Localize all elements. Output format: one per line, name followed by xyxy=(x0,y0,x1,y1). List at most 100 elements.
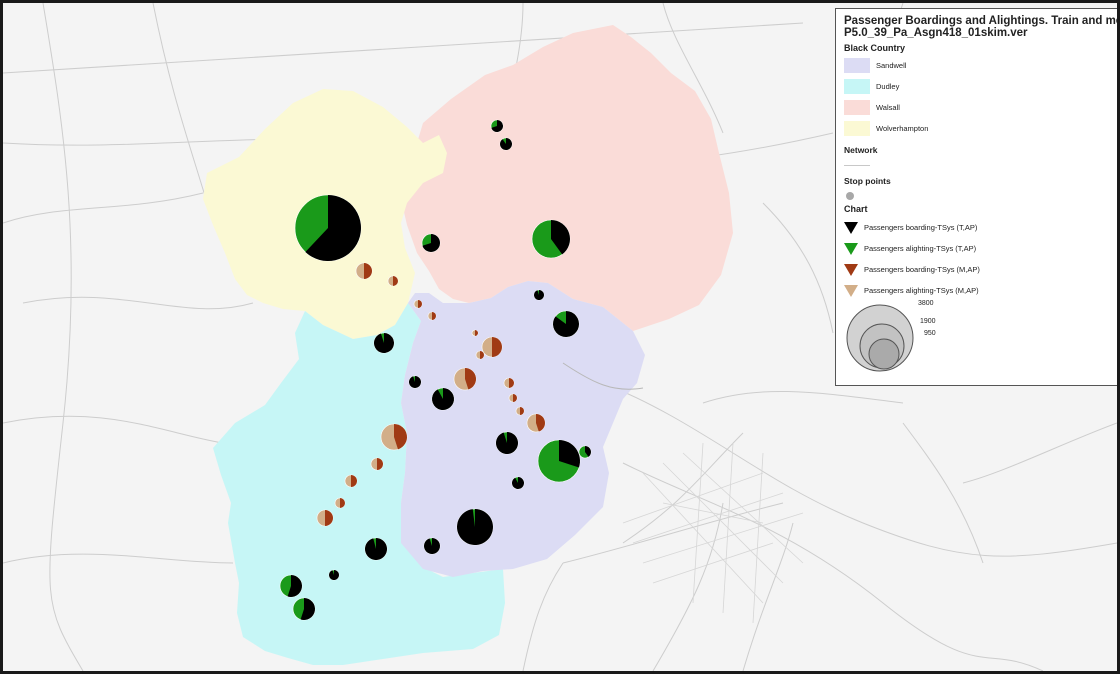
pie-boarding-slice xyxy=(480,351,484,359)
stop-pie-chart[interactable] xyxy=(294,194,362,262)
pie-boarding-slice xyxy=(287,575,302,597)
stop-pie-chart[interactable] xyxy=(552,310,580,338)
stop-pie-chart[interactable] xyxy=(316,509,334,527)
stop-pie-chart[interactable] xyxy=(421,233,441,253)
pie-boarding-slice xyxy=(509,378,514,388)
pie-boarding-slice xyxy=(409,376,422,389)
stop-pie-chart[interactable] xyxy=(499,137,513,151)
area-sandwell[interactable] xyxy=(401,281,645,577)
stop-pie-chart[interactable] xyxy=(380,423,408,451)
pie-boarding-slice xyxy=(374,333,395,354)
pie-boarding-slice xyxy=(300,598,316,620)
stop-pie-chart[interactable] xyxy=(578,445,592,459)
brown-triangle-icon xyxy=(844,263,858,276)
stop-pie-chart[interactable] xyxy=(408,375,422,389)
stop-pie-chart[interactable] xyxy=(533,289,545,301)
legend-series-train-boarding: Passengers boarding-TSys (T,AP) xyxy=(844,220,1117,235)
stop-pie-chart[interactable] xyxy=(475,350,485,360)
area-walsall[interactable] xyxy=(401,25,733,331)
stop-pie-chart[interactable] xyxy=(495,431,519,455)
stop-pie-chart[interactable] xyxy=(427,311,437,321)
pie-boarding-slice xyxy=(351,475,357,487)
walsall-swatch xyxy=(844,100,870,115)
stop-pie-chart[interactable] xyxy=(373,332,395,354)
wolverhampton-swatch xyxy=(844,121,870,136)
legend-subtitle: P5.0_39_Pa_Asgn418_01skim.ver xyxy=(844,27,1028,39)
river-or-canal-line xyxy=(562,362,644,390)
tan-triangle-icon xyxy=(844,284,858,297)
pie-boarding-slice xyxy=(475,330,478,336)
stop-pie-chart[interactable] xyxy=(453,367,477,391)
sandwell-label: Sandwell xyxy=(876,61,907,70)
stop-pie-chart[interactable] xyxy=(344,474,358,488)
map-legend: Passenger Boardings and Alightings. Trai… xyxy=(835,8,1120,386)
pie-boarding-slice xyxy=(585,446,592,457)
stop-pie-chart[interactable] xyxy=(531,219,571,259)
series-label: Passengers boarding-TSys (M,AP) xyxy=(864,265,980,274)
pie-boarding-slice xyxy=(496,432,519,454)
stop-pie-chart[interactable] xyxy=(471,329,479,337)
stop-pie-chart[interactable] xyxy=(279,574,303,598)
pie-boarding-slice xyxy=(465,368,476,390)
stop-pie-chart[interactable] xyxy=(413,299,423,309)
stop-points-heading: Stop points xyxy=(844,176,891,186)
pie-boarding-slice xyxy=(553,311,579,337)
pie-boarding-slice xyxy=(432,312,436,320)
pie-boarding-slice xyxy=(305,195,362,261)
pie-boarding-slice xyxy=(513,394,517,402)
stop-pie-chart[interactable] xyxy=(511,476,525,490)
stop-pie-chart[interactable] xyxy=(364,537,388,561)
pie-boarding-slice xyxy=(551,220,570,255)
legend-area-dudley: Dudley xyxy=(844,78,1117,95)
series-label: Passengers alighting-TSys (M,AP) xyxy=(864,286,979,295)
legend-series-metro-alighting: Passengers alighting-TSys (M,AP) xyxy=(844,283,1117,298)
pie-boarding-slice xyxy=(340,498,345,508)
wolverhampton-label: Wolverhampton xyxy=(876,124,929,133)
legend-area-sandwell: Sandwell xyxy=(844,57,1117,74)
stop-pie-chart[interactable] xyxy=(387,275,399,287)
legend-title: Passenger Boardings and Alightings. Trai… xyxy=(844,15,1120,27)
legend-series-metro-boarding: Passengers boarding-TSys (M,AP) xyxy=(844,262,1117,277)
green-triangle-icon xyxy=(844,242,858,255)
pie-boarding-slice xyxy=(394,424,408,450)
stop-pie-chart[interactable] xyxy=(526,413,546,433)
size-circles-icon xyxy=(846,304,914,372)
stop-pie-chart[interactable] xyxy=(370,457,384,471)
city-road-grid xyxy=(622,442,804,624)
area-dudley[interactable] xyxy=(213,303,505,665)
size-label-1900: 1900 xyxy=(920,318,936,325)
pie-boarding-slice xyxy=(491,120,503,132)
stop-pie-chart[interactable] xyxy=(537,439,581,483)
pie-boarding-slice xyxy=(457,509,494,545)
circle-size-key: 3800 1900 950 xyxy=(844,300,1117,374)
pie-boarding-slice xyxy=(364,263,372,279)
pie-boarding-slice xyxy=(422,234,440,252)
black-triangle-icon xyxy=(844,221,858,234)
stop-pie-chart[interactable] xyxy=(481,336,503,358)
stop-pie-chart[interactable] xyxy=(515,406,525,416)
pie-boarding-slice xyxy=(423,538,440,554)
stop-pie-chart[interactable] xyxy=(292,597,316,621)
passenger-pie-charts xyxy=(279,119,592,621)
legend-series-train-alighting: Passengers alighting-TSys (T,AP) xyxy=(844,241,1117,256)
dudley-swatch xyxy=(844,79,870,94)
chart-heading: Chart xyxy=(844,204,868,214)
pie-boarding-slice xyxy=(393,276,398,286)
pie-boarding-slice xyxy=(534,290,544,300)
stop-pie-chart[interactable] xyxy=(355,262,373,280)
pie-boarding-slice xyxy=(500,138,512,150)
network-heading: Network xyxy=(844,145,878,155)
stop-pie-chart[interactable] xyxy=(508,393,518,403)
pie-boarding-slice xyxy=(492,337,502,357)
dudley-label: Dudley xyxy=(876,82,900,91)
stop-pie-chart[interactable] xyxy=(334,497,346,509)
pie-boarding-slice xyxy=(559,440,580,468)
stop-pie-chart[interactable] xyxy=(456,508,494,546)
pie-boarding-slice xyxy=(520,407,524,415)
stop-pie-chart[interactable] xyxy=(328,569,340,581)
stop-pie-chart[interactable] xyxy=(490,119,504,133)
stop-pie-chart[interactable] xyxy=(431,387,455,411)
stop-pie-chart[interactable] xyxy=(503,377,515,389)
stop-pie-chart[interactable] xyxy=(423,537,441,555)
pie-boarding-slice xyxy=(512,477,525,489)
